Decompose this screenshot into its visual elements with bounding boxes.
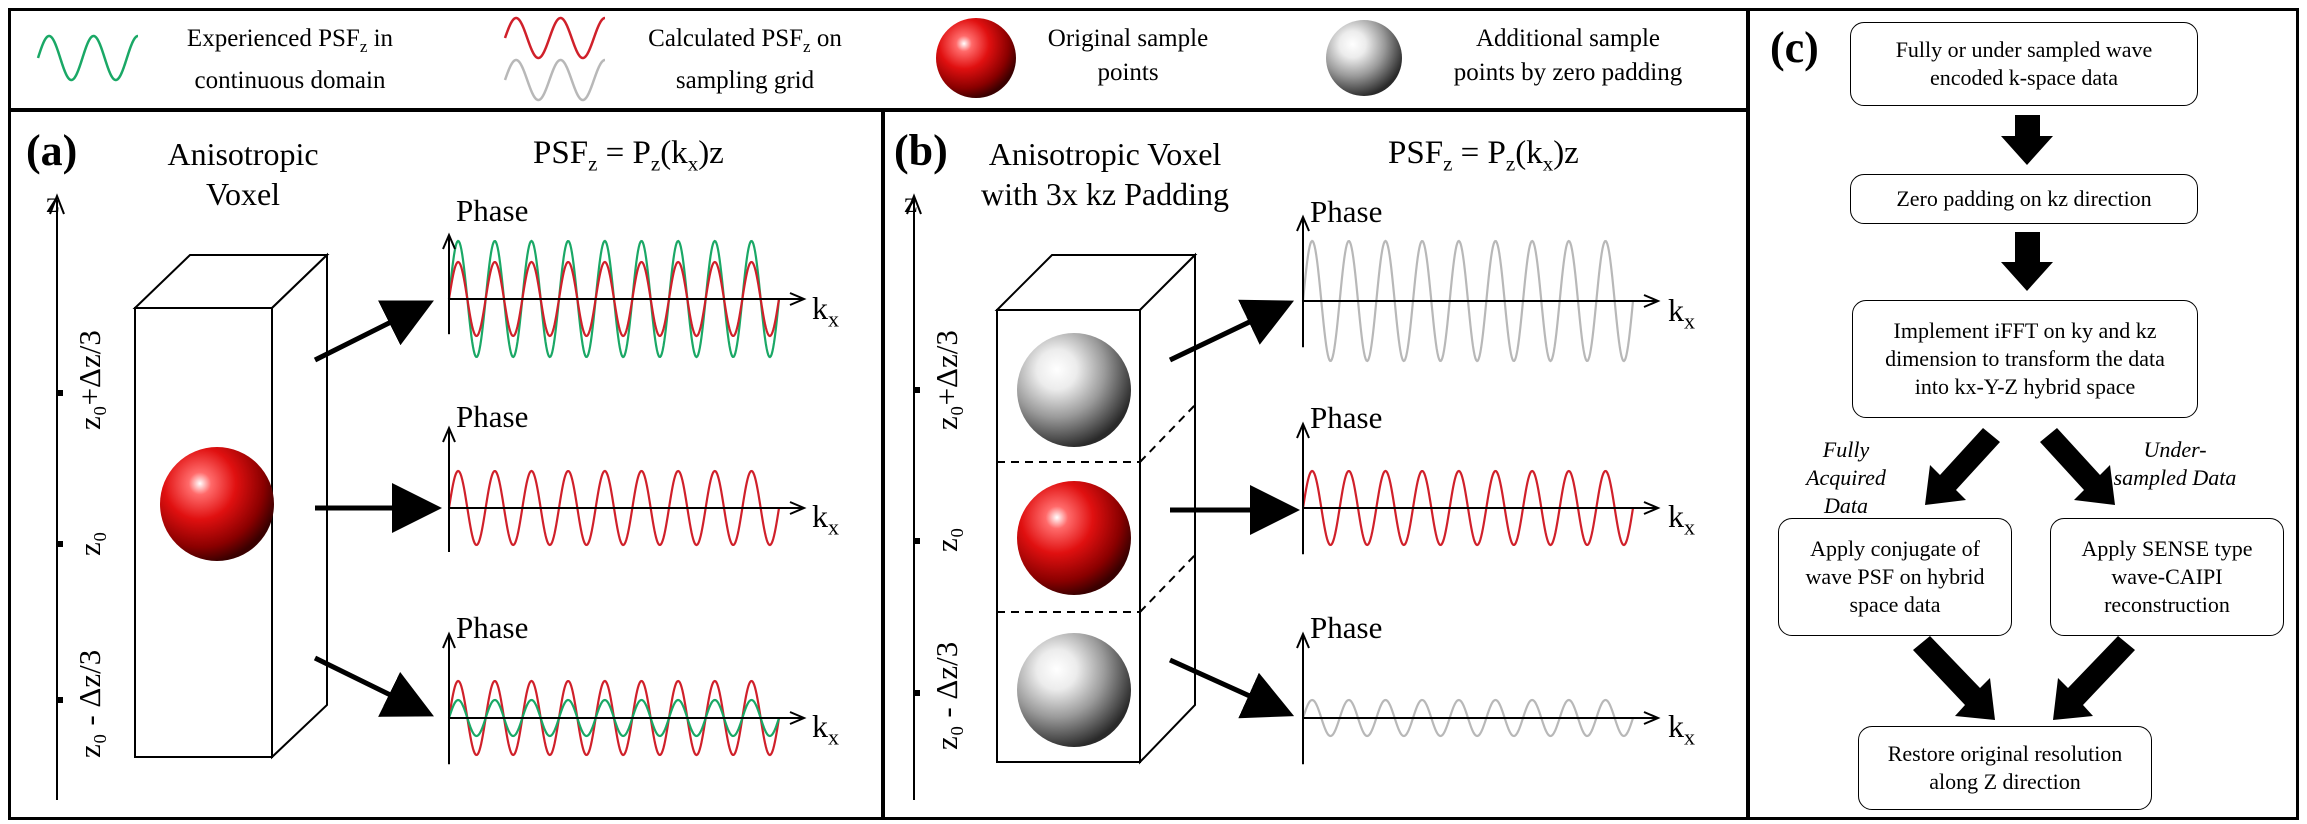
flow-box-zero-padding: Zero padding on kz direction bbox=[1850, 174, 2198, 224]
panel-a-plot-top-x-arrow bbox=[789, 292, 807, 306]
panel-b-letter: (b) bbox=[894, 126, 948, 175]
panel-b-label-upper: z₀+Δz/3 bbox=[929, 330, 964, 430]
legend-red-sphere-icon bbox=[936, 18, 1016, 98]
panel-a-label-upper: z₀+Δz/3 bbox=[72, 330, 107, 430]
legend-green-wave-icon bbox=[36, 34, 139, 82]
panel-c-flow-arrows bbox=[1913, 115, 2135, 720]
legend-calculated-label: Calculated PSFz on sampling grid bbox=[648, 25, 842, 94]
panel-b-gray-sphere-bottom bbox=[1017, 633, 1131, 747]
panel-b-red-sphere bbox=[1017, 481, 1131, 595]
panel-a-z-label: z bbox=[46, 186, 60, 219]
legend-red-gray-wave-icon bbox=[503, 16, 606, 102]
panel-a-z-axis bbox=[49, 193, 65, 800]
legend-gray-sphere-icon bbox=[1326, 20, 1402, 96]
panel-a-letter: (a) bbox=[26, 126, 78, 175]
panel-b-phase-mid: Phase bbox=[1310, 400, 1383, 435]
panel-a-arrows bbox=[313, 300, 442, 717]
panel-a-phase-bot: Phase bbox=[456, 610, 529, 645]
legend-experienced-label: Experienced PSFz in continuous domain bbox=[186, 25, 394, 94]
panel-a-plot-bot-x-arrow bbox=[789, 711, 807, 725]
panel-b-plot-bot-y-arrow bbox=[1296, 631, 1310, 649]
legend-gray-wave bbox=[503, 58, 606, 102]
panel-b-plot-mid bbox=[1296, 421, 1661, 555]
panel-a-phase-mid: Phase bbox=[456, 399, 529, 434]
panel-a-plot-bot bbox=[442, 631, 807, 765]
flow-box-restore-resolution: Restore original resolution along Z dire… bbox=[1858, 726, 2152, 810]
legend-red-wave bbox=[503, 16, 606, 60]
panel-b-arrows bbox=[1168, 299, 1300, 719]
panel-b-z-label: z bbox=[904, 186, 918, 219]
panel-b-plot-mid-x-arrow bbox=[1643, 501, 1661, 515]
panel-b-plot-bot-x-arrow bbox=[1643, 711, 1661, 725]
branch-label-under-sampled: Under-sampled Data bbox=[2113, 437, 2237, 490]
flow-box-ifft: Implement iFFT on ky and kz dimension to… bbox=[1852, 300, 2198, 418]
panel-b-kx-top: kx bbox=[1668, 292, 1695, 334]
panel-b-label-lower: z₀ - Δz/3 bbox=[929, 641, 964, 750]
panel-a-plot-mid-y-arrow bbox=[442, 425, 456, 443]
panel-b-plot-bot bbox=[1296, 631, 1661, 765]
branch-label-fully-acquired: Fully Acquired Data bbox=[1806, 437, 1886, 518]
panel-a-kx-top: kx bbox=[812, 290, 839, 332]
panel-a-plot-bot-y-arrow bbox=[442, 631, 456, 649]
panel-a-plot-top-y-arrow bbox=[442, 232, 456, 250]
panel-a-red-sphere bbox=[160, 447, 274, 561]
panel-c-frame bbox=[1746, 8, 2299, 820]
panel-b-gray-sphere-top bbox=[1017, 333, 1131, 447]
panel-a-kx-mid: kx bbox=[812, 498, 839, 540]
panel-a-plot-mid-x-arrow bbox=[789, 501, 807, 515]
panel-b-plot-top-y-arrow bbox=[1296, 214, 1310, 232]
panel-b-phase-top: Phase bbox=[1310, 194, 1383, 229]
panel-c-letter: (c) bbox=[1770, 23, 1819, 72]
flow-box-conjugate-psf: Apply conjugate of wave PSF on hybrid sp… bbox=[1778, 518, 2012, 636]
panel-b-equation: PSFz = Pz(kx)z bbox=[1388, 135, 1579, 176]
panel-b-label-middle: z₀ bbox=[929, 527, 964, 552]
panel-a-plot-top bbox=[442, 232, 807, 359]
panel-b-plot-mid-y-arrow bbox=[1296, 421, 1310, 439]
panel-a-plot-mid bbox=[442, 425, 807, 552]
panel-a-phase-top: Phase bbox=[456, 193, 529, 228]
panel-b-plot-top-x-arrow bbox=[1643, 294, 1661, 308]
panel-a-label-lower: z₀ - Δz/3 bbox=[72, 649, 107, 758]
panel-b-kx-mid: kx bbox=[1668, 498, 1695, 540]
flow-box-input-data: Fully or under sampled wave encoded k-sp… bbox=[1850, 22, 2198, 106]
panel-b-z-axis bbox=[906, 193, 922, 800]
panel-a-label-middle: z₀ bbox=[72, 531, 107, 556]
panel-a-kx-bot: kx bbox=[812, 708, 839, 750]
panel-a-equation: PSFz = Pz(kx)z bbox=[533, 135, 724, 176]
flow-box-sense-recon: Apply SENSE type wave-CAIPI reconstructi… bbox=[2050, 518, 2284, 636]
panel-b-plot-top bbox=[1296, 214, 1661, 363]
legend-green-wave bbox=[36, 34, 139, 82]
panel-b-phase-bot: Phase bbox=[1310, 610, 1383, 645]
panel-b-kx-bot: kx bbox=[1668, 708, 1695, 750]
